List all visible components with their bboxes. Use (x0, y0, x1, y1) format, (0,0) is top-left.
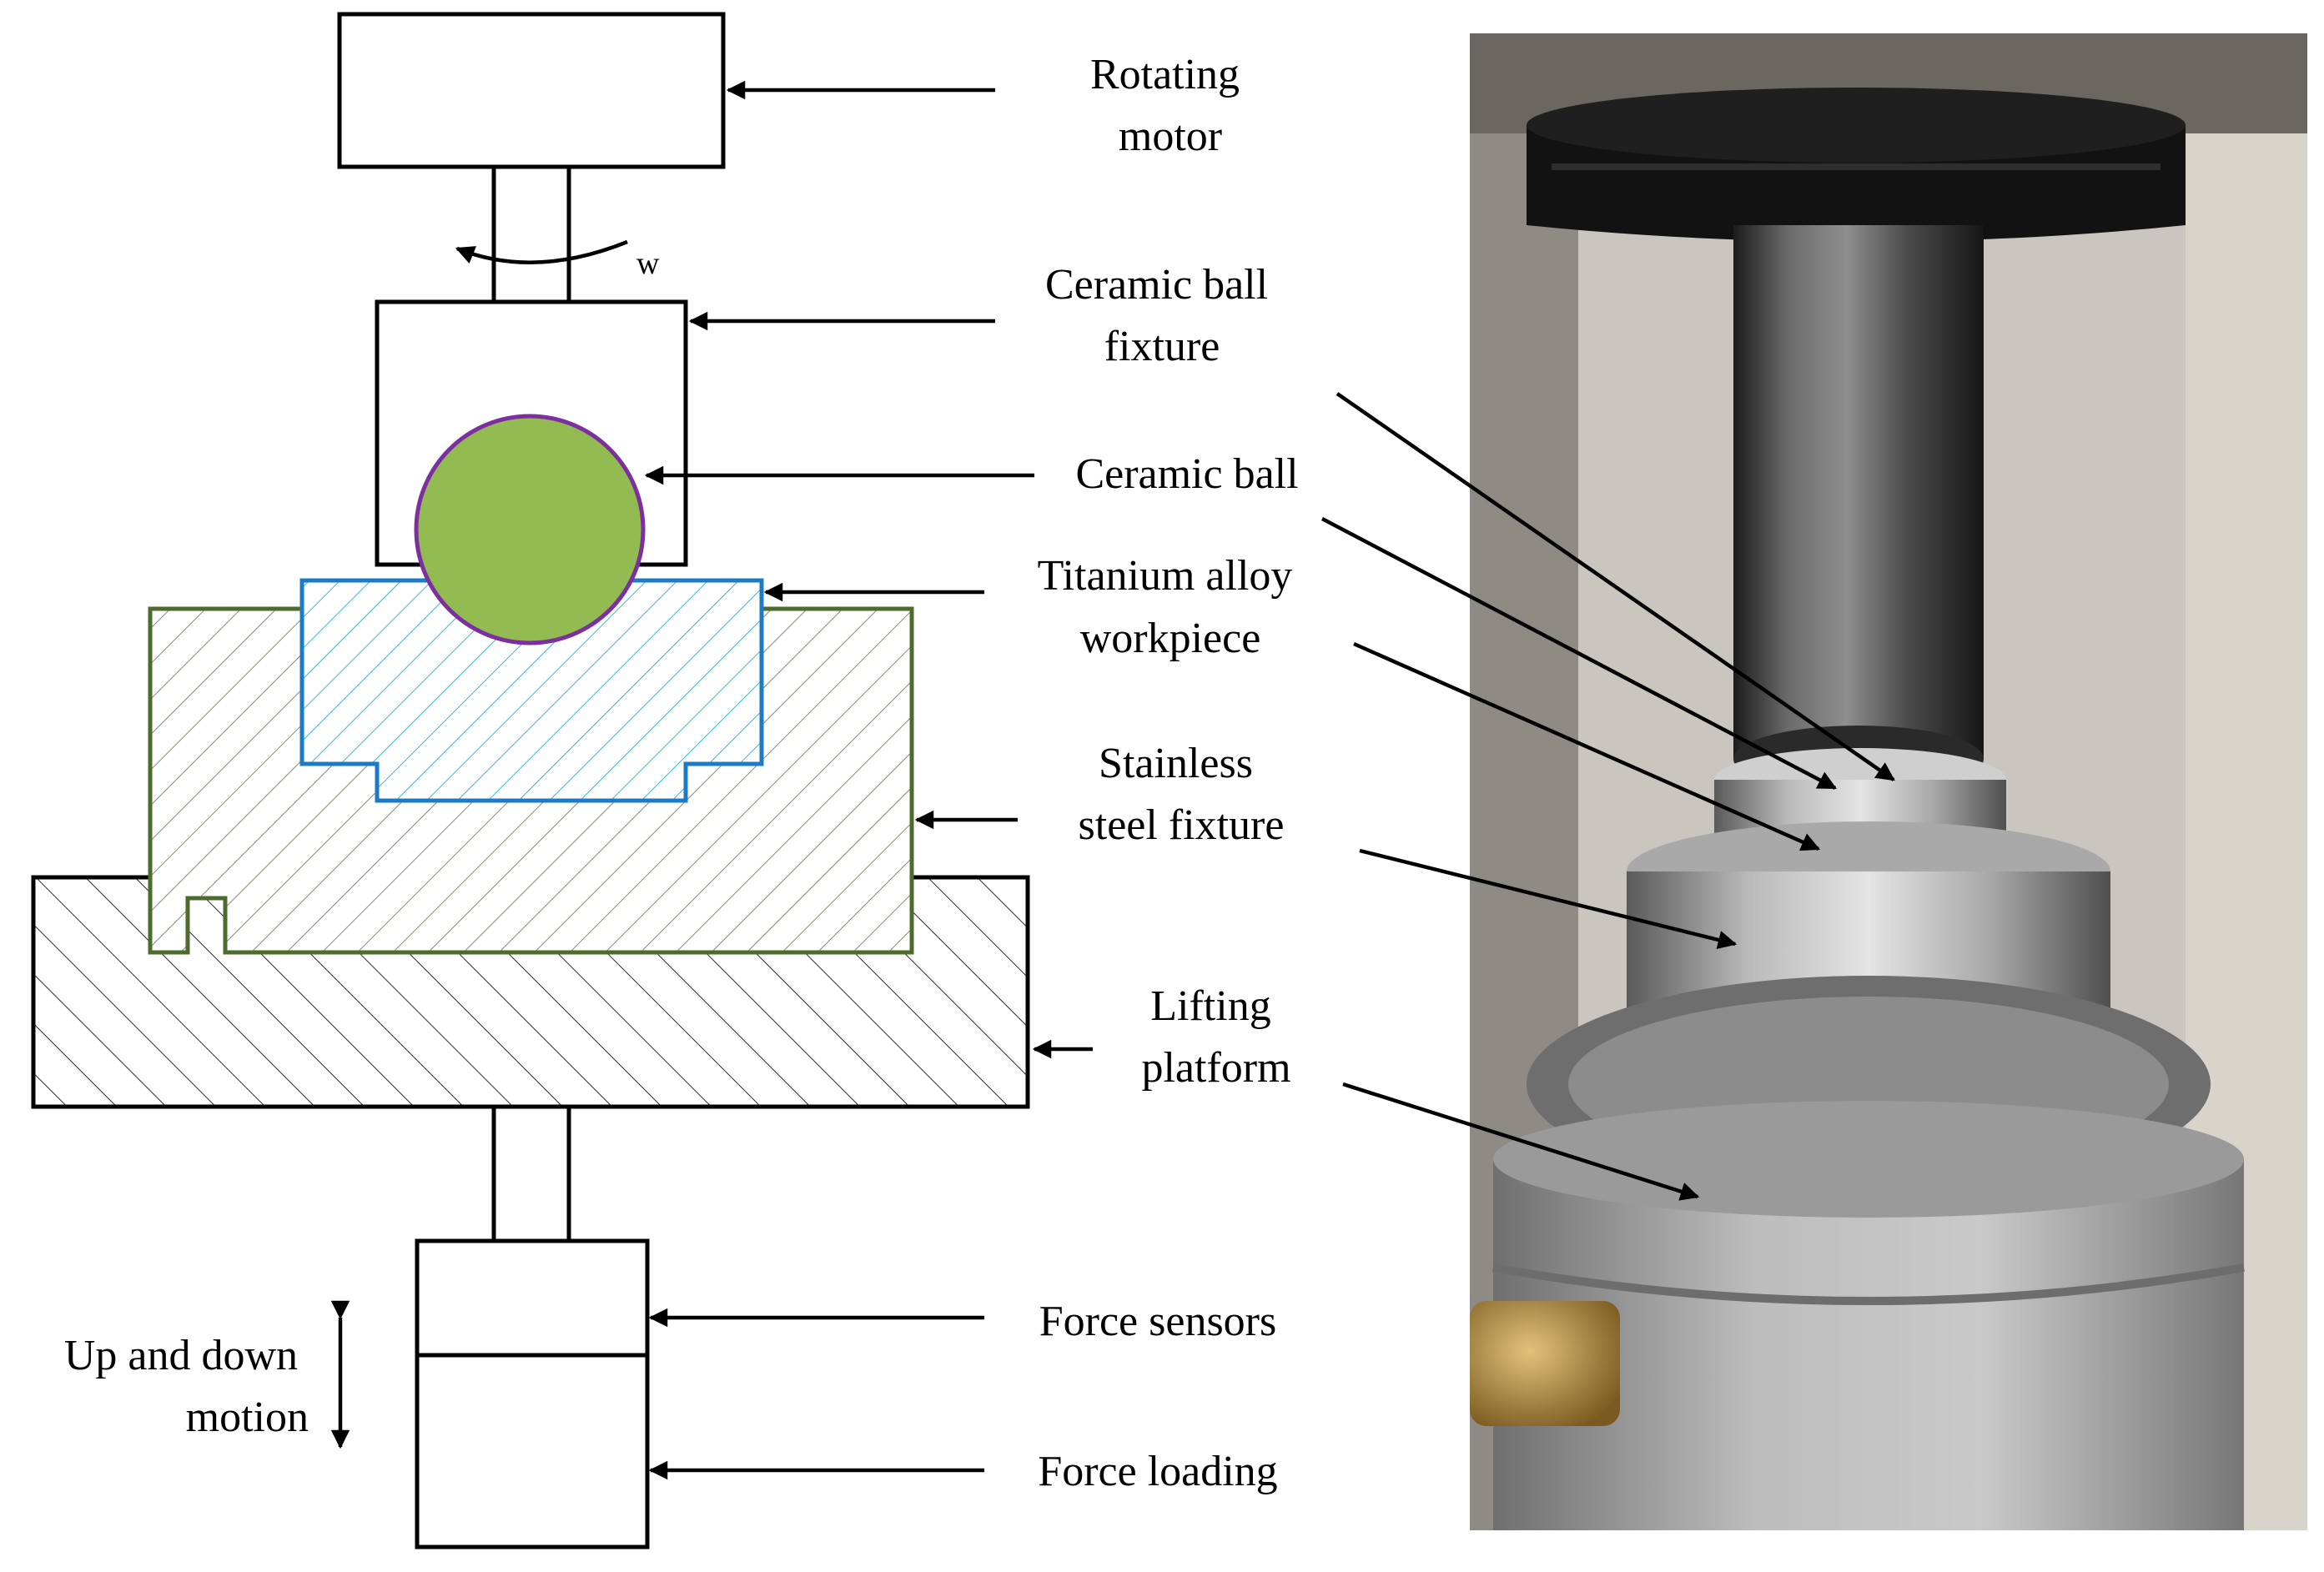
leader-ball-fixture (1336, 392, 1895, 781)
ceramic-ball (414, 414, 646, 645)
leader-lifting-platform (1342, 1082, 1700, 1201)
leader-stainless-fixture (1359, 848, 1738, 950)
label-ball-fixture: Ceramic ball fixture (1045, 261, 1279, 370)
label-force-loading: Force loading (1038, 1448, 1277, 1495)
force-unit-box (415, 1238, 650, 1549)
rotating-motor-box (337, 12, 726, 169)
label-lifting-platform: Lifting platform (1141, 982, 1290, 1092)
label-rotating-motor: Rotating motor (1090, 51, 1250, 160)
apparatus-schematic: w (31, 12, 1895, 1549)
leader-ceramic-ball (1320, 517, 1837, 790)
rotation-arrow (455, 239, 628, 264)
label-force-sensors: Force sensors (1039, 1298, 1277, 1345)
label-up-down-motion: Up and down motion (64, 1332, 309, 1441)
label-stainless-fixture: Stainless steel fixture (1079, 740, 1285, 849)
rotation-label: w (636, 246, 660, 281)
label-workpiece: Titanium alloy workpiece (1038, 552, 1304, 662)
leader-workpiece (1353, 641, 1821, 851)
label-ceramic-ball: Ceramic ball (1075, 450, 1298, 498)
apparatus-photo (1470, 33, 2307, 1530)
